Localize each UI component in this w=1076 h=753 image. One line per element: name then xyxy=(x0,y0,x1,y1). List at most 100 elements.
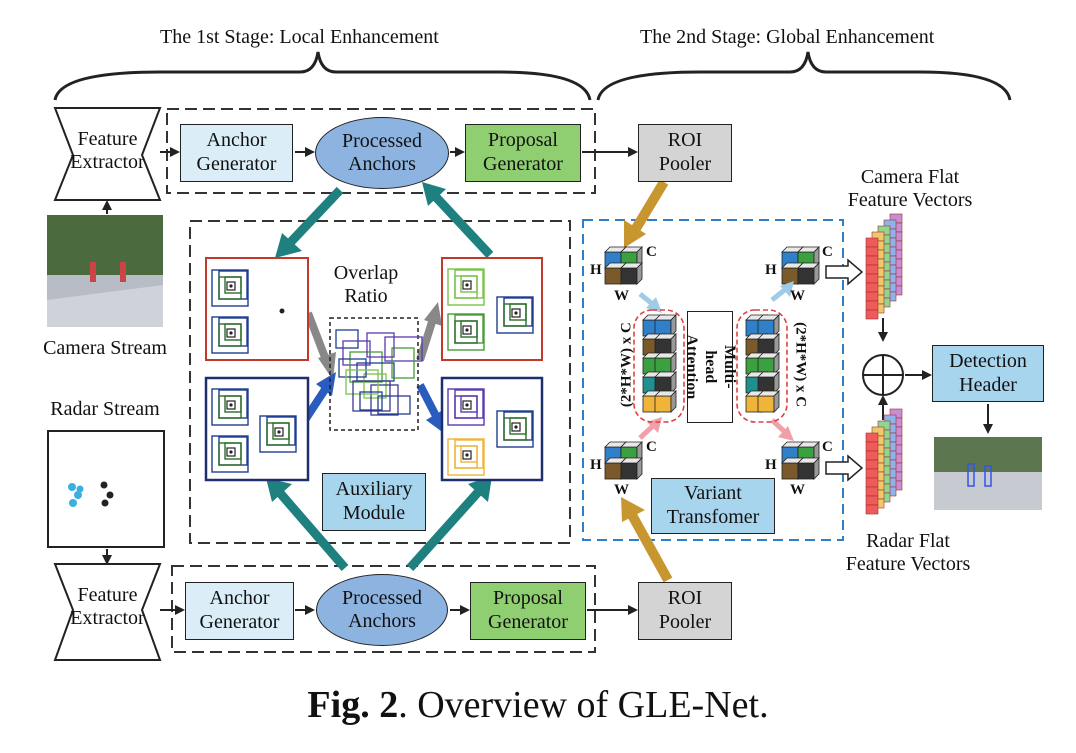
anchor-cluster xyxy=(447,268,485,306)
anchor-box xyxy=(447,438,485,476)
vector-cell xyxy=(865,495,879,506)
anchor-box xyxy=(509,303,527,321)
figure-caption: Fig. 2. Overview of GLE-Net. xyxy=(0,683,1076,727)
overlap-box xyxy=(363,373,387,399)
vector-cell xyxy=(865,237,879,248)
sum-operator xyxy=(862,354,904,396)
cube-block-top-left xyxy=(620,262,643,285)
cube-face xyxy=(797,462,815,480)
connector-arrows xyxy=(102,147,993,615)
cube-c-bottom-right: C xyxy=(822,439,833,455)
cube-face xyxy=(604,462,622,480)
camera-proposal-generator: Proposal Generator xyxy=(465,124,581,182)
auxiliary-module: Auxiliary Module xyxy=(322,473,426,531)
overlap-box xyxy=(391,347,415,379)
radar-feature-extractor-shape xyxy=(53,563,162,661)
gold-arrows xyxy=(621,179,673,583)
anchor-cluster xyxy=(211,388,249,426)
radar-roi-pooler: ROI Pooler xyxy=(638,582,732,640)
stage1-title: The 1st Stage: Local Enhancement xyxy=(160,26,439,48)
cube-block-top-right xyxy=(797,262,820,285)
cube-h-bottom-left: H xyxy=(590,457,602,473)
anchor-box xyxy=(460,275,478,293)
cube-block-bottom-left xyxy=(620,457,643,480)
anchor-center xyxy=(514,311,518,315)
overlap-box xyxy=(338,358,367,378)
transformer-flow-arrows xyxy=(638,258,864,482)
cube-side xyxy=(773,352,780,375)
radar-flat-vectors-label: Radar Flat Feature Vectors xyxy=(845,530,971,575)
vector-cell xyxy=(865,264,879,275)
cube-side xyxy=(636,262,643,285)
anchor-center xyxy=(277,430,281,434)
vector-cell xyxy=(865,432,879,443)
overlap-arrows xyxy=(301,302,445,434)
aux-panel-bottom-left xyxy=(204,376,310,482)
vector-cell xyxy=(865,441,879,452)
cube-h-top-right: H xyxy=(765,262,777,278)
cube-face xyxy=(654,395,672,413)
anchor-center xyxy=(465,283,469,287)
camera-stream-label: Camera Stream xyxy=(43,337,167,359)
anchor-center xyxy=(229,284,233,288)
vector-cell xyxy=(865,255,879,266)
anchor-box xyxy=(211,269,249,307)
cube-side xyxy=(670,333,677,356)
radar-stream-label: Radar Stream xyxy=(50,398,160,420)
anchor-center xyxy=(514,425,518,429)
anchor-cluster xyxy=(496,410,534,448)
token-right xyxy=(757,314,780,337)
flat-feature-vectors xyxy=(865,213,903,515)
camera-processed-anchors: Processed Anchors xyxy=(315,117,449,189)
cube-w-bottom-left: W xyxy=(614,482,629,498)
camera-feature-extractor-label: Feature Extractor xyxy=(70,128,145,173)
anchor-cluster xyxy=(211,269,249,307)
dim-label-left: (2*H*W) x C xyxy=(618,322,635,408)
token-left xyxy=(654,333,677,356)
anchor-cluster xyxy=(211,316,249,354)
cube-face xyxy=(604,267,622,285)
overlap-box xyxy=(356,362,395,382)
cube-side xyxy=(670,390,677,413)
camera-roi-pooler: ROI Pooler xyxy=(638,124,732,182)
radar-vector-stack xyxy=(865,408,903,515)
detection-output-image xyxy=(934,437,1042,510)
overlap-box xyxy=(349,351,383,383)
camera-vector-stack xyxy=(865,213,903,320)
cube-side xyxy=(773,314,780,337)
vector-cell xyxy=(865,282,879,293)
camera-feature-extractor-shape xyxy=(53,107,162,201)
vector-cell xyxy=(865,273,879,284)
token-left xyxy=(654,390,677,413)
radar-feature-extractor-label: Feature Extractor xyxy=(70,584,145,629)
cube-c-top-left: C xyxy=(646,244,657,260)
anchor-box xyxy=(259,415,297,453)
cube-side xyxy=(670,352,677,375)
anchor-box xyxy=(224,323,242,341)
cube-face xyxy=(620,462,638,480)
anchor-cluster xyxy=(259,415,297,453)
anchor-cluster xyxy=(447,388,485,426)
anchor-box xyxy=(211,435,249,473)
anchor-box xyxy=(224,395,242,413)
anchor-box xyxy=(211,388,249,426)
cube-block-bottom-right xyxy=(797,457,820,480)
overlap-box xyxy=(384,336,423,362)
token-right xyxy=(757,352,780,375)
stage2-title: The 2nd Stage: Global Enhancement xyxy=(640,26,935,48)
cube-side xyxy=(670,314,677,337)
detection-header: Detection Header xyxy=(932,345,1044,402)
anchor-box xyxy=(447,313,485,351)
multihead-attention-label: Multi-head Attention xyxy=(682,334,738,400)
anchor-center xyxy=(229,331,233,335)
cube-face xyxy=(620,267,638,285)
cube-face xyxy=(797,267,815,285)
radar-stream-image xyxy=(47,430,165,548)
cube-face xyxy=(781,462,799,480)
caption-text: . Overview of GLE-Net. xyxy=(398,684,769,726)
caption-figure-number: Fig. 2 xyxy=(307,684,399,726)
radar-proposal-generator: Proposal Generator xyxy=(470,582,586,640)
token-right xyxy=(757,390,780,413)
overlap-box xyxy=(366,332,395,358)
